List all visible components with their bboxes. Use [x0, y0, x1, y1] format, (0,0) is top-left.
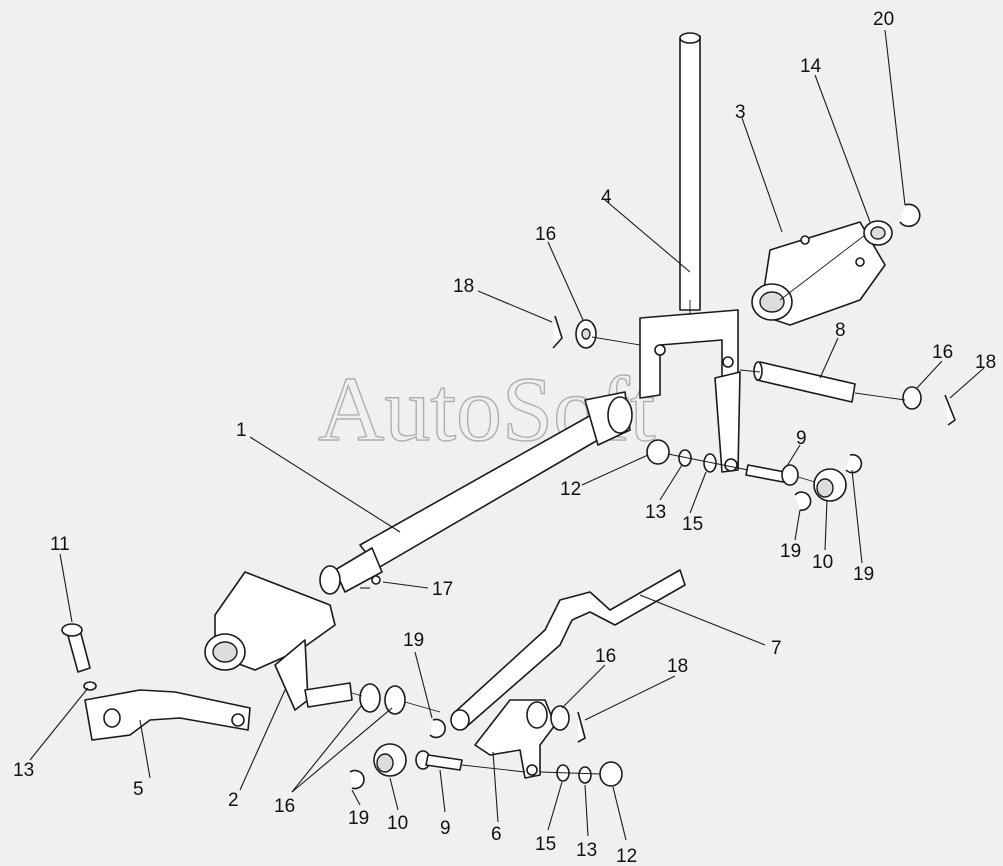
label-18-top: 18 [453, 276, 474, 297]
label-16-lower: 16 [274, 796, 295, 817]
leader-lines [29, 29, 985, 841]
part-15-washer-top [703, 453, 717, 473]
label-17: 17 [432, 579, 453, 600]
part-12-nut-lower [599, 761, 623, 787]
label-16-lever: 16 [595, 646, 616, 667]
label-18-lever: 18 [667, 656, 688, 677]
part-13-washer-lower [578, 766, 592, 784]
label-20: 20 [873, 9, 894, 30]
label-12-bottom: 12 [616, 846, 637, 866]
part-13-washer-left [83, 681, 97, 691]
label-19-lower-right: 19 [403, 630, 424, 651]
part-4-vertical-shaft-fork [639, 32, 741, 473]
part-7-bent-rod [454, 569, 686, 729]
label-10-bottom: 10 [387, 813, 408, 834]
callout-numbers: 1 2 3 4 5 6 7 8 9 9 10 10 11 12 12 13 13… [13, 9, 996, 866]
part-6-lever [474, 699, 556, 779]
part-16-washer-right [902, 386, 922, 410]
part-3-bracket [751, 221, 886, 326]
part-5-arm [84, 689, 251, 741]
label-2: 2 [228, 790, 239, 811]
part-16-washer-lever [550, 705, 570, 731]
part-8-pin [753, 361, 856, 403]
label-13-bottom: 13 [576, 840, 597, 861]
part-2-lower-bracket [204, 571, 353, 711]
part-18-cotter-top [552, 315, 563, 349]
label-13-top: 13 [645, 502, 666, 523]
part-13-washer-top [678, 449, 692, 467]
part-12-nut-top [646, 439, 670, 465]
label-13-left: 13 [13, 760, 34, 781]
label-7: 7 [771, 638, 782, 659]
label-14: 14 [800, 56, 822, 77]
part-20-ring [899, 203, 921, 228]
label-10-top: 10 [812, 552, 833, 573]
label-5: 5 [133, 779, 144, 800]
part-1-long-shaft [319, 391, 633, 595]
label-4: 4 [601, 187, 612, 208]
part-16-washer-lower-a [359, 683, 381, 713]
part-19-ring-top-left [794, 491, 812, 511]
label-19-top-right: 19 [853, 564, 874, 585]
part-19-ring-lower-left [349, 769, 365, 790]
part-9-pin-top [745, 464, 799, 486]
part-18-cotter-lever [577, 711, 586, 743]
label-16-right: 16 [932, 342, 953, 363]
label-12-top: 12 [560, 479, 581, 500]
label-9-bottom: 9 [440, 818, 451, 839]
part-19-ring-lower-right [429, 718, 446, 739]
label-1: 1 [236, 420, 247, 441]
part-17-key [371, 575, 381, 585]
label-9-top: 9 [796, 428, 807, 449]
label-18-right: 18 [975, 352, 996, 373]
part-19-ring-top-right [845, 453, 863, 474]
label-15-top: 15 [682, 514, 703, 535]
label-19-lower-left: 19 [348, 808, 369, 829]
part-16-washer-lower-b [384, 685, 406, 715]
label-16-top: 16 [535, 224, 556, 245]
part-9-pin-lower [415, 750, 463, 771]
label-19-top-left: 19 [780, 541, 801, 562]
label-15-bottom: 15 [535, 834, 556, 855]
label-6: 6 [491, 824, 502, 845]
label-8: 8 [835, 320, 846, 341]
assembly-axes [351, 234, 906, 775]
label-11: 11 [50, 534, 70, 555]
label-3: 3 [735, 102, 746, 123]
part-18-cotter-right [944, 394, 956, 426]
